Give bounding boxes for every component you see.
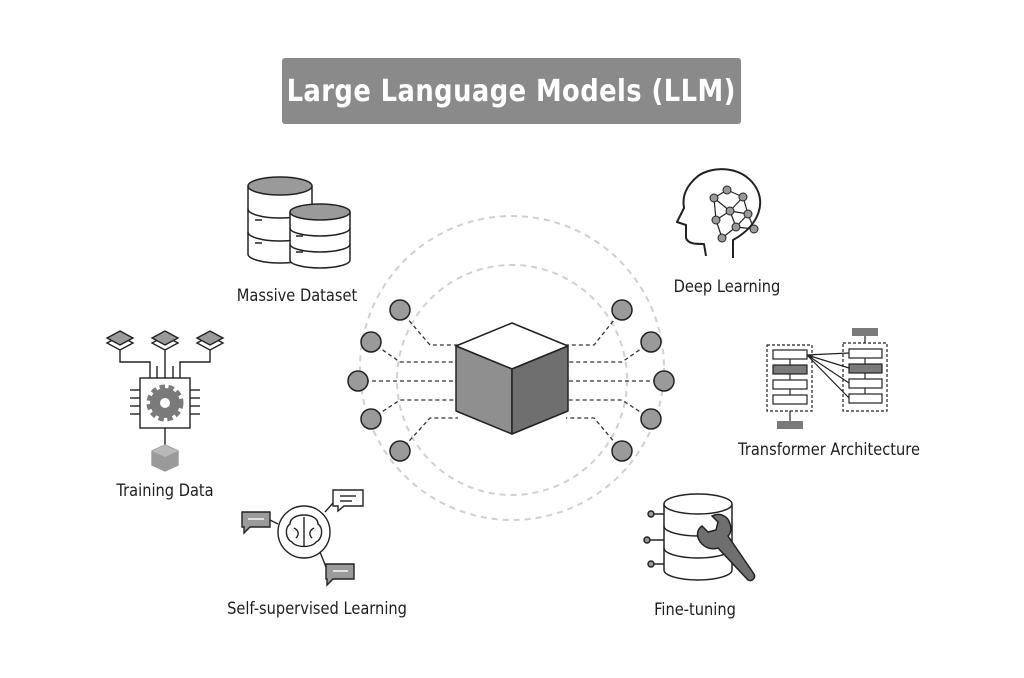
training-data-label: Training Data [116, 481, 214, 501]
inner-dashed-ring [396, 264, 628, 496]
fine-tuning-label: Fine-tuning [654, 600, 736, 620]
network-node [347, 370, 369, 392]
transformer-diagram-icon [766, 328, 888, 429]
title-banner: Large Language Models (LLM) [282, 58, 741, 124]
network-node [360, 331, 382, 353]
network-node [640, 331, 662, 353]
network-nodes [347, 299, 675, 462]
cube-icon [455, 322, 569, 435]
network-node [611, 440, 633, 462]
processor-gear-icon [105, 330, 225, 472]
transformer-architecture-label: Transformer Architecture [738, 440, 920, 460]
deep-learning-label: Deep Learning [673, 277, 781, 297]
head-neural-network-icon [676, 168, 762, 258]
node-connectors [358, 309, 664, 452]
page-title: Large Language Models (LLM) [286, 73, 737, 109]
brain-chat-icon [241, 489, 364, 587]
central-hub [347, 215, 675, 521]
massive-dataset-label: Massive Dataset [236, 286, 358, 306]
database-wrench-icon [643, 493, 756, 582]
network-node [360, 408, 382, 430]
database-stack-icon [247, 176, 351, 269]
network-node [653, 370, 675, 392]
network-node [611, 299, 633, 321]
network-node [640, 408, 662, 430]
outer-dashed-ring [359, 215, 665, 521]
self-supervised-learning-label: Self-supervised Learning [227, 599, 407, 619]
network-node [389, 440, 411, 462]
network-node [389, 299, 411, 321]
